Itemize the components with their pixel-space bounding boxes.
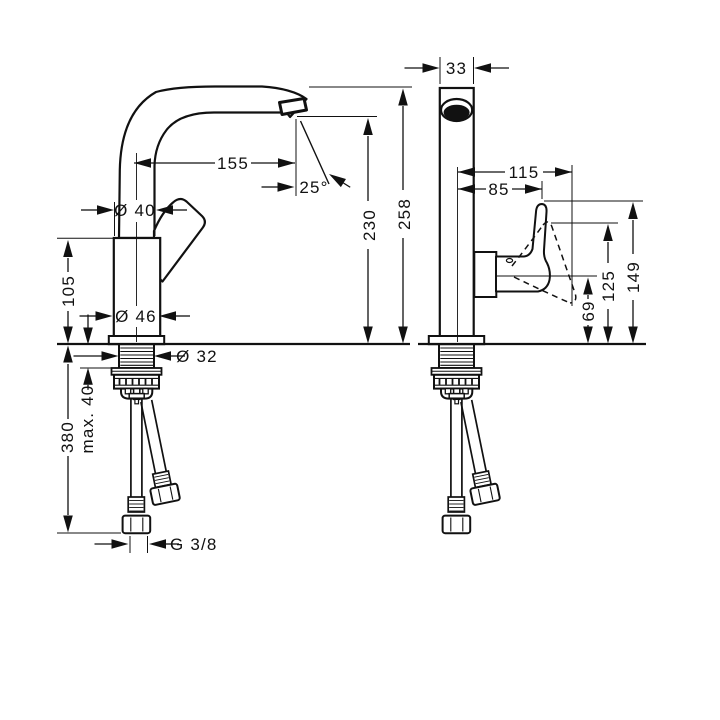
dimension-arrowhead [363,118,373,135]
dimension-arrowhead [111,539,129,549]
dimension-arrowhead [458,184,475,194]
dimension-arrowhead [603,224,613,241]
dimension-arrowhead [525,184,542,194]
dimension-arrowhead [63,326,73,344]
dim-label-handle_reach: 115 [509,163,540,182]
dimension-arrowhead [555,167,572,177]
dimension-arrowhead [398,88,408,106]
dim-label-top_width: 33 [446,59,467,78]
dimension-arrowhead [134,158,151,168]
side-view [427,86,577,535]
dimension-arrowhead [329,174,346,188]
dimension-arrowhead [398,326,408,344]
dimension-arrowhead [149,539,166,549]
dim-label-max_thickness: max. 40 [78,385,97,454]
dim-label-handle_top_height: 149 [624,261,643,293]
body-column-front [112,236,162,338]
dim-label-body_height: 105 [59,275,78,307]
dim-label-handle_grip_reach: 85 [488,180,509,199]
dim-label-thread: G 3/8 [170,535,218,554]
handle-lever-side [495,203,551,293]
dimension-arrowhead [154,351,171,361]
dim-label-body_dia: Ø 46 [115,307,157,326]
dimension-arrowhead [628,326,638,344]
dim-label-lever_height: 69 [579,300,598,321]
dim-label-spout_height: 230 [360,209,379,241]
body-column-side [438,86,475,338]
dimension-arrowhead [63,240,73,257]
front-view [107,85,308,535]
dim-label-shank_dia: Ø 32 [176,347,218,366]
dim-label-spout_angle: 25° [299,178,328,197]
dimension-arrowhead [458,167,475,177]
aerator [278,97,308,116]
dimension-arrowhead [628,202,638,219]
dimension-arrowhead [278,158,295,168]
dimension-arrowhead [277,182,295,192]
dim-label-total_height: 258 [395,198,414,230]
dimension-arrowhead [63,345,73,363]
dimension-arrowhead [95,311,113,321]
dimension-line [299,120,330,185]
dim-label-spout_dia: Ø 40 [114,201,156,220]
dim-label-lever_raised_height: 125 [599,270,618,302]
dimension-arrowhead [603,326,613,344]
handle-logo-dot [505,257,514,264]
dimension-arrowhead [583,277,593,295]
outlet-aerator-face [443,104,470,121]
dimension-arrowhead [63,515,73,533]
dimension-arrowhead [101,351,119,361]
dimension-arrowhead [83,327,93,345]
handle-base-block [473,251,498,298]
dimension-arrowhead [474,63,491,73]
dimension-arrowhead [583,326,593,344]
handle-raised-dashed [511,221,577,304]
dim-label-spout_reach: 155 [217,154,249,173]
dimension-arrowhead [363,326,373,344]
dimension-arrow-tail [343,182,351,188]
dimension-arrowhead [156,205,173,215]
mount-assembly-front [107,335,182,535]
mount-assembly-side [427,335,502,535]
spout-outline [117,85,308,240]
dimension-arrowhead [422,63,440,73]
dim-label-hose_length: 380 [58,421,77,453]
dimension-arrowhead [97,205,114,215]
dimension-arrowhead [83,367,93,385]
dimension-arrowhead [159,311,176,321]
